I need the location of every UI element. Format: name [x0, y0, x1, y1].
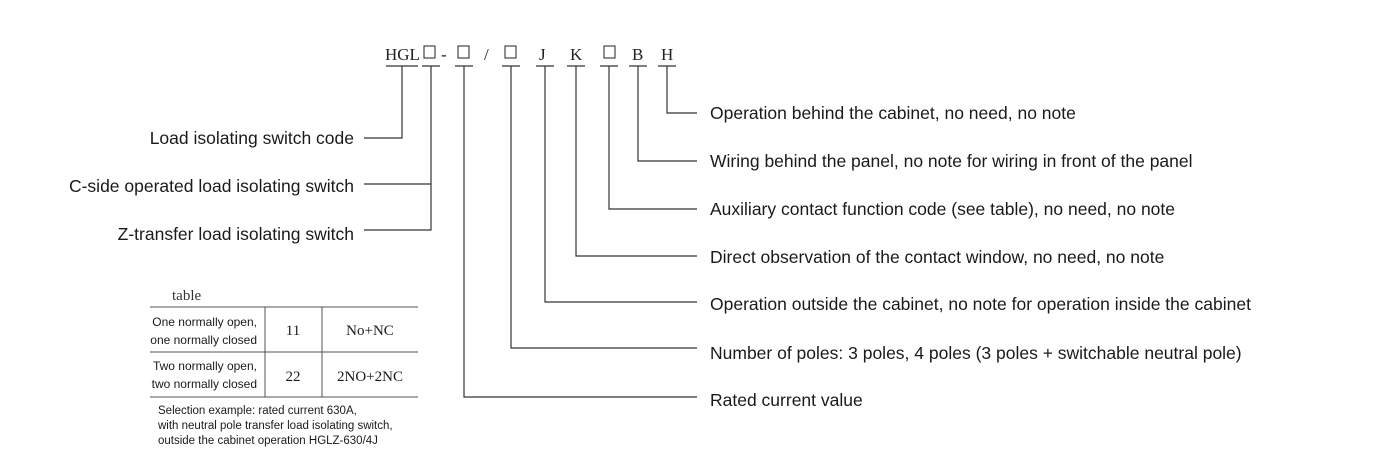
leader-h	[666, 66, 697, 114]
code-dash: -	[441, 45, 447, 64]
label-outside-cabinet: Operation outside the cabinet, no note f…	[710, 294, 1251, 314]
code-j: J	[539, 45, 546, 64]
label-z-transfer: Z-transfer load isolating switch	[118, 224, 354, 244]
aux-contact-table: table One normally open, one normally cl…	[150, 288, 418, 398]
left-leaders	[364, 66, 432, 231]
example-line3: outside the cabinet operation HGLZ-630/4…	[158, 435, 378, 447]
code-box-current	[457, 45, 470, 59]
row2-contacts: 2NO+2NC	[337, 369, 403, 385]
label-c-side: C-side operated load isolating switch	[69, 176, 354, 196]
table-row: One normally open, one normally closed 1…	[150, 315, 394, 347]
leader-b	[637, 66, 697, 162]
example-line1: Selection example: rated current 630A,	[158, 405, 357, 417]
label-switch-code: Load isolating switch code	[150, 128, 354, 148]
selection-example: Selection example: rated current 630A, w…	[157, 405, 393, 447]
leader-current	[463, 66, 697, 398]
row2-desc-line1: Two normally open,	[153, 359, 257, 373]
model-code: HGL - / J K B H	[385, 45, 673, 64]
label-aux-contact: Auxiliary contact function code (see tab…	[710, 199, 1175, 219]
row2-code: 22	[286, 369, 301, 385]
leader-k	[575, 66, 697, 257]
code-box-poles	[504, 45, 517, 59]
left-labels: Load isolating switch code C-side operat…	[69, 128, 354, 244]
right-labels: Operation behind the cabinet, no need, n…	[710, 103, 1251, 410]
row1-desc-line2: one normally closed	[150, 333, 257, 347]
row1-desc-line1: One normally open,	[152, 315, 257, 329]
label-poles: Number of poles: 3 poles, 4 poles (3 pol…	[710, 343, 1242, 363]
row2-desc-line2: two normally closed	[152, 377, 257, 391]
label-rated-current: Rated current value	[710, 390, 863, 410]
leader-type	[364, 66, 432, 231]
code-b: B	[632, 45, 643, 64]
leader-poles	[510, 66, 697, 349]
table-caption: table	[172, 288, 201, 304]
code-slash: /	[484, 45, 489, 64]
leader-switch-code	[364, 66, 403, 139]
row1-code: 11	[286, 323, 300, 339]
code-h: H	[661, 45, 673, 64]
right-leaders	[463, 66, 697, 398]
label-behind-cabinet: Operation behind the cabinet, no need, n…	[710, 103, 1076, 123]
code-box-aux	[603, 45, 616, 59]
row1-contacts: No+NC	[346, 323, 394, 339]
leader-j	[544, 66, 697, 303]
code-box-type	[423, 45, 436, 59]
label-wiring-behind: Wiring behind the panel, no note for wir…	[710, 151, 1193, 171]
table-row: Two normally open, two normally closed 2…	[152, 359, 403, 391]
code-prefix: HGL	[385, 45, 420, 64]
example-line2: with neutral pole transfer load isolatin…	[157, 420, 393, 432]
label-contact-window: Direct observation of the contact window…	[710, 247, 1164, 267]
code-k: K	[570, 45, 583, 64]
leader-aux	[608, 66, 697, 210]
